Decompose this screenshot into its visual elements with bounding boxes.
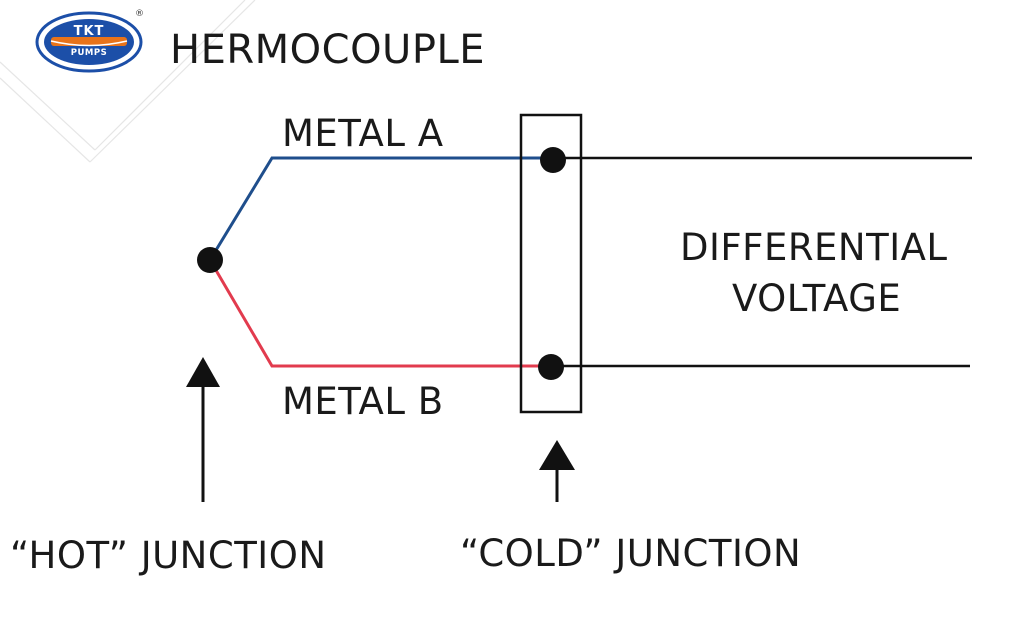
metal-b-label: METAL B — [282, 380, 444, 423]
registered-mark: ® — [135, 9, 144, 19]
logo-top-text: TKT — [73, 24, 105, 39]
logo-bottom-text: PUMPS — [70, 48, 108, 58]
differential-voltage-line2: VOLTAGE — [732, 277, 902, 320]
cold-junction-label: “COLD” JUNCTION — [460, 532, 802, 575]
background-decoration — [0, 0, 256, 163]
cold-junction-box — [519, 113, 583, 414]
hot-junction-label: “HOT” JUNCTION — [10, 534, 327, 577]
differential-voltage-label: DIFFERENTIAL VOLTAGE — [680, 229, 948, 317]
metal-a-wire — [208, 156, 553, 261]
tkt-pumps-logo-icon — [35, 11, 143, 73]
hot-junction-dot — [197, 247, 223, 273]
metal-b-wire — [208, 259, 551, 368]
differential-voltage-line1: DIFFERENTIAL — [680, 226, 948, 269]
cold-junction-dot-bottom — [538, 354, 564, 380]
metal-a-label: METAL A — [282, 112, 444, 155]
cold-junction-arrow — [539, 440, 575, 502]
tkt-pumps-logo: TKT PUMPS ® — [37, 9, 144, 72]
hot-junction-arrow — [186, 357, 220, 502]
cold-junction-dot-top — [540, 147, 566, 173]
diagram-title: HERMOCOUPLE — [170, 27, 486, 73]
